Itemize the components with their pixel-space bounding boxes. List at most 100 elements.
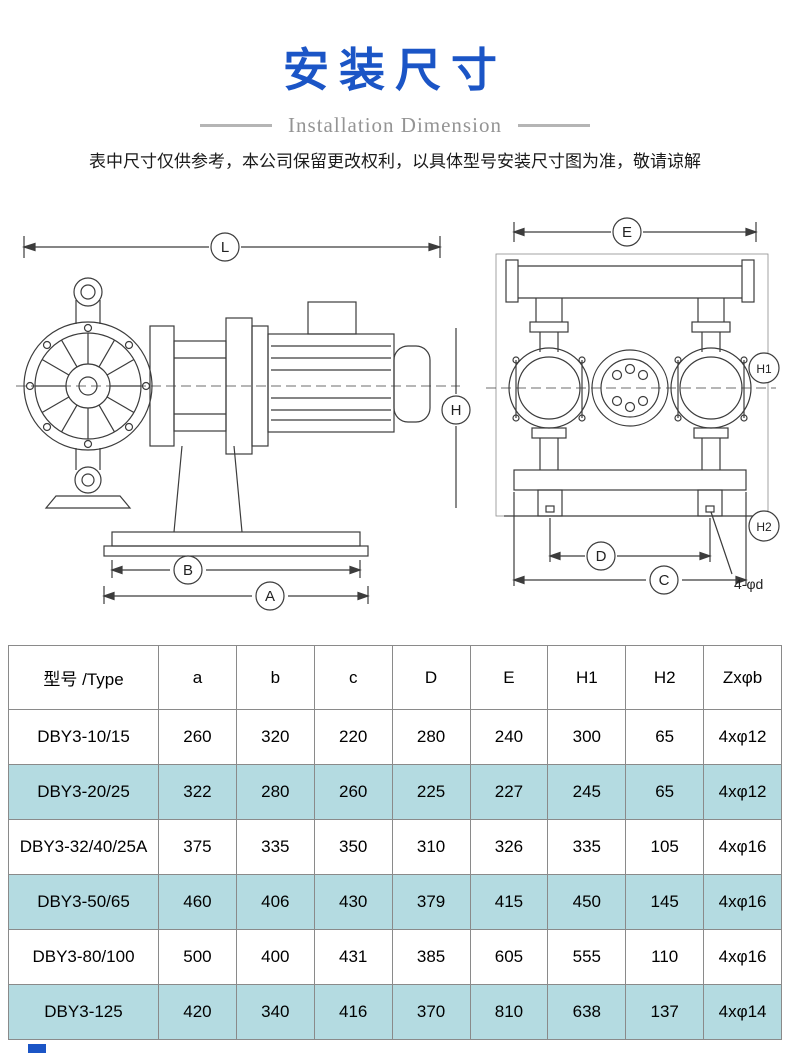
cell-value: 450 bbox=[547, 874, 627, 930]
cell-value: 335 bbox=[235, 819, 315, 875]
cell-value: 322 bbox=[158, 764, 237, 820]
cell-value: 280 bbox=[391, 709, 471, 765]
cell-value: 260 bbox=[158, 709, 237, 765]
col-header-b: b bbox=[235, 645, 315, 710]
cell-value: 370 bbox=[391, 984, 471, 1040]
cell-value: 320 bbox=[235, 709, 315, 765]
col-header-c: c bbox=[313, 645, 393, 710]
dim-label-E: E bbox=[612, 217, 642, 247]
cell-value: 260 bbox=[313, 764, 393, 820]
page-subtitle: Installation Dimension bbox=[288, 113, 502, 137]
cell-value: 406 bbox=[235, 874, 315, 930]
cell-value: 110 bbox=[625, 929, 705, 985]
cell-model: DBY3-80/100 bbox=[8, 929, 159, 985]
cell-value: 605 bbox=[469, 929, 549, 985]
table-header-row: 型号 /Type a b c D E H1 H2 Zxφb bbox=[8, 645, 782, 710]
col-header-a: a bbox=[158, 645, 237, 710]
table-row: DBY3-10/15 260 320 220 280 240 300 65 4x… bbox=[8, 709, 782, 765]
table-row: DBY3-20/25 322 280 260 225 227 245 65 4x… bbox=[8, 764, 782, 820]
cell-value: 335 bbox=[547, 819, 627, 875]
subtitle-divider-left bbox=[200, 124, 273, 127]
page-title: 安装尺寸 bbox=[283, 44, 507, 96]
cell-value: 280 bbox=[235, 764, 315, 820]
dim-label-B: B bbox=[173, 555, 203, 585]
cell-value: 145 bbox=[625, 874, 705, 930]
cell-value: 300 bbox=[547, 709, 627, 765]
cell-value: 375 bbox=[158, 819, 237, 875]
next-section-title-fragment bbox=[28, 1044, 46, 1053]
cell-value: 225 bbox=[391, 764, 471, 820]
cell-value: 431 bbox=[313, 929, 393, 985]
svg-text:A: A bbox=[265, 588, 275, 605]
cell-value: 416 bbox=[313, 984, 393, 1040]
cell-value: 105 bbox=[625, 819, 705, 875]
front-view-drawing: E H1 H2 D C 4-φd bbox=[486, 217, 780, 595]
table-row: DBY3-80/100 500 400 431 385 605 555 110 … bbox=[8, 929, 782, 985]
cell-value: 379 bbox=[391, 874, 471, 930]
cell-value: 227 bbox=[469, 764, 549, 820]
cell-value: 500 bbox=[158, 929, 237, 985]
col-header-type: 型号 /Type bbox=[8, 645, 159, 710]
subtitle-divider-right bbox=[517, 124, 590, 127]
cell-value: 810 bbox=[469, 984, 549, 1040]
side-view-drawing: L H B A bbox=[16, 232, 471, 611]
cell-model: DBY3-20/25 bbox=[8, 764, 159, 820]
svg-text:H1: H1 bbox=[756, 362, 772, 376]
cell-value: 415 bbox=[469, 874, 549, 930]
cell-model: DBY3-10/15 bbox=[8, 709, 159, 765]
bolt-holes-label: 4-φd bbox=[734, 576, 763, 592]
cell-model: DBY3-32/40/25A bbox=[8, 819, 159, 875]
cell-value: 400 bbox=[235, 929, 315, 985]
cell-value: 430 bbox=[313, 874, 393, 930]
svg-text:L: L bbox=[221, 239, 229, 256]
cell-value: 4xφ14 bbox=[703, 984, 782, 1040]
dim-label-L: L bbox=[210, 232, 240, 262]
cell-value: 4xφ16 bbox=[703, 874, 782, 930]
cell-value: 420 bbox=[158, 984, 237, 1040]
svg-text:E: E bbox=[622, 224, 632, 241]
cell-model: DBY3-125 bbox=[8, 984, 159, 1040]
cell-value: 385 bbox=[391, 929, 471, 985]
dim-label-H2: H2 bbox=[748, 510, 780, 542]
dim-label-A: A bbox=[255, 581, 285, 611]
cell-value: 4xφ16 bbox=[703, 819, 782, 875]
dim-label-D: D bbox=[586, 541, 616, 571]
cell-value: 4xφ12 bbox=[703, 764, 782, 820]
col-header-Zxb: Zxφb bbox=[703, 645, 782, 710]
svg-text:B: B bbox=[183, 562, 193, 579]
table-row: DBY3-50/65 460 406 430 379 415 450 145 4… bbox=[8, 874, 782, 930]
cell-model: DBY3-50/65 bbox=[8, 874, 159, 930]
cell-value: 4xφ12 bbox=[703, 709, 782, 765]
cell-value: 638 bbox=[547, 984, 627, 1040]
dimension-table: 型号 /Type a b c D E H1 H2 Zxφb DBY3-10/15… bbox=[8, 645, 782, 1040]
table-row: DBY3-32/40/25A 375 335 350 310 326 335 1… bbox=[8, 819, 782, 875]
installation-drawings: L H B A bbox=[0, 205, 790, 611]
svg-text:D: D bbox=[596, 548, 607, 565]
cell-value: 137 bbox=[625, 984, 705, 1040]
svg-text:H: H bbox=[451, 402, 462, 419]
table-row: DBY3-125 420 340 416 370 810 638 137 4xφ… bbox=[8, 984, 782, 1040]
svg-text:H2: H2 bbox=[756, 520, 772, 534]
cell-value: 340 bbox=[235, 984, 315, 1040]
cell-value: 240 bbox=[469, 709, 549, 765]
cell-value: 220 bbox=[313, 709, 393, 765]
subtitle-row: Installation Dimension bbox=[0, 113, 790, 138]
disclaimer-text: 表中尺寸仅供参考，本公司保留更改权利，以具体型号安装尺寸图为准，敬请谅解 bbox=[89, 152, 701, 171]
cell-value: 65 bbox=[625, 709, 705, 765]
cell-value: 555 bbox=[547, 929, 627, 985]
svg-text:C: C bbox=[659, 572, 670, 589]
cell-value: 65 bbox=[625, 764, 705, 820]
cell-value: 326 bbox=[469, 819, 549, 875]
dim-label-H: H bbox=[441, 395, 471, 425]
cell-value: 245 bbox=[547, 764, 627, 820]
cell-value: 4xφ16 bbox=[703, 929, 782, 985]
col-header-E: E bbox=[469, 645, 549, 710]
col-header-D: D bbox=[391, 645, 471, 710]
cell-value: 310 bbox=[391, 819, 471, 875]
dim-label-H1: H1 bbox=[748, 352, 780, 384]
dim-label-C: C bbox=[649, 565, 679, 595]
col-header-H2: H2 bbox=[625, 645, 705, 710]
cell-value: 460 bbox=[158, 874, 237, 930]
col-header-H1: H1 bbox=[547, 645, 627, 710]
